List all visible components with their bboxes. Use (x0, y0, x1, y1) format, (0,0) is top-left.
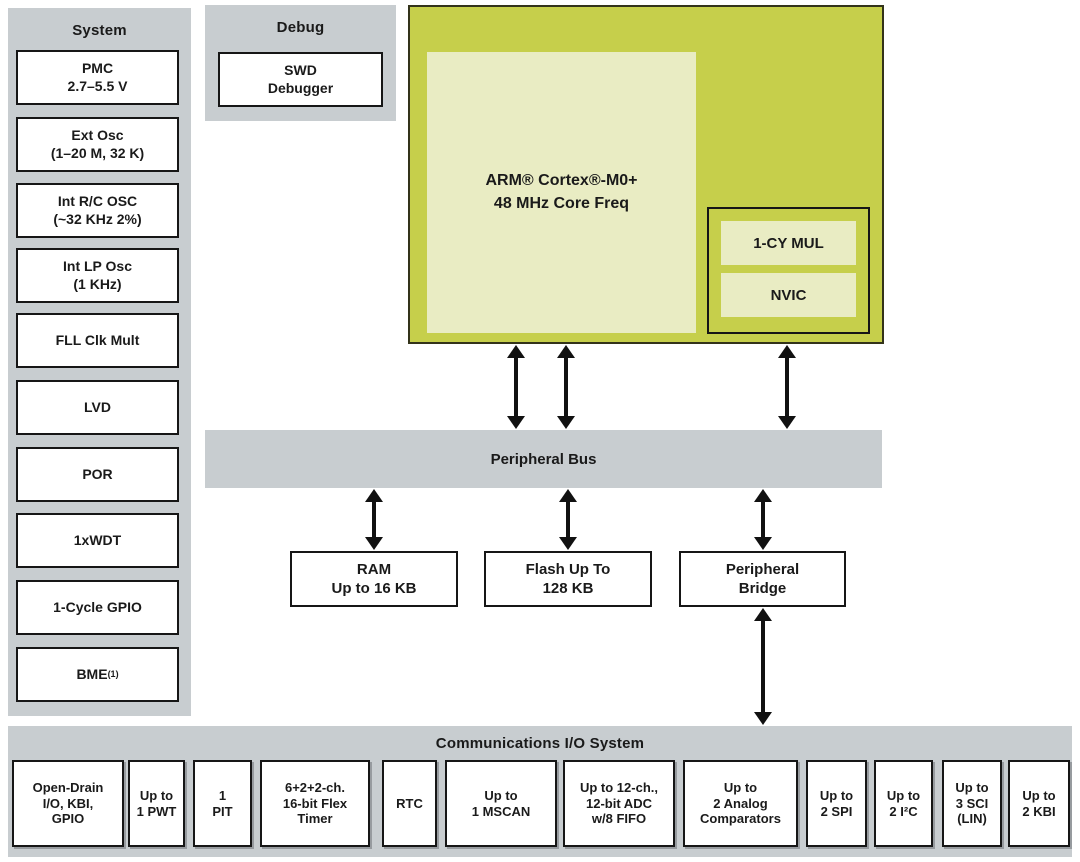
arrowhead-down (778, 416, 796, 429)
arrowhead-down (365, 537, 383, 550)
block-1cycle-gpio: 1-Cycle GPIO (16, 580, 179, 635)
block-int-lp-osc: Int LP Osc (1 KHz) (16, 248, 179, 303)
arrowhead-up (778, 345, 796, 358)
arrowhead-down (754, 537, 772, 550)
cpu-subpanel: 1-CY MUL NVIC (707, 207, 870, 334)
block-flash: Flash Up To 128 KB (484, 551, 652, 607)
block-open-drain-io: Open-Drain I/O, KBI, GPIO (12, 760, 124, 847)
block-pit: 1 PIT (193, 760, 252, 847)
cpu-core-label: ARM® Cortex®-M0+ 48 MHz Core Freq (427, 52, 696, 333)
block-bme-label: BME (76, 665, 108, 682)
block-swd-debugger: SWD Debugger (218, 52, 383, 107)
cpu-bus-arrow-1 (507, 345, 525, 429)
block-ram: RAM Up to 16 KB (290, 551, 458, 607)
block-i2c: Up to 2 I²C (874, 760, 933, 847)
arrowhead-up (507, 345, 525, 358)
bridge-comms-arrow (754, 608, 772, 725)
arrow-shaft (514, 358, 518, 416)
block-nvic: NVIC (721, 273, 856, 317)
arrow-shaft (564, 358, 568, 416)
debug-panel-title: Debug (276, 19, 325, 36)
block-peripheral-bridge: Peripheral Bridge (679, 551, 846, 607)
bus-flash-arrow (559, 489, 577, 550)
block-pmc: PMC 2.7–5.5 V (16, 50, 179, 105)
block-fll-clk-mult: FLL Clk Mult (16, 313, 179, 368)
cpu-block: ARM® Cortex®-M0+ 48 MHz Core Freq 1-CY M… (408, 5, 884, 344)
block-int-rc-osc: Int R/C OSC (~32 KHz 2%) (16, 183, 179, 238)
bus-ram-arrow (365, 489, 383, 550)
block-por: POR (16, 447, 179, 502)
arrowhead-up (754, 489, 772, 502)
debug-panel: Debug SWD Debugger (205, 5, 396, 121)
bus-bridge-arrow (754, 489, 772, 550)
block-rtc: RTC (382, 760, 437, 847)
block-pwt: Up to 1 PWT (128, 760, 185, 847)
block-spi: Up to 2 SPI (806, 760, 867, 847)
arrowhead-down (754, 712, 772, 725)
block-mscan: Up to 1 MSCAN (445, 760, 557, 847)
cpu-bus-arrow-3 (778, 345, 796, 429)
arrowhead-up (754, 608, 772, 621)
arrowhead-up (559, 489, 577, 502)
block-wdt: 1xWDT (16, 513, 179, 568)
comms-panel-title: Communications I/O System (435, 735, 645, 752)
arrowhead-down (559, 537, 577, 550)
arrowhead-down (557, 416, 575, 429)
block-flex-timer: 6+2+2-ch. 16-bit Flex Timer (260, 760, 370, 847)
arrow-shaft (566, 502, 570, 537)
system-panel-title: System (72, 22, 127, 39)
arrowhead-up (557, 345, 575, 358)
block-bme: BME(1) (16, 647, 179, 702)
system-panel: System PMC 2.7–5.5 V Ext Osc (1–20 M, 32… (8, 8, 191, 716)
arrow-shaft (761, 502, 765, 537)
arrow-shaft (785, 358, 789, 416)
block-sci: Up to 3 SCI (LIN) (942, 760, 1002, 847)
arrow-shaft (372, 502, 376, 537)
cpu-bus-arrow-2 (557, 345, 575, 429)
block-ext-osc: Ext Osc (1–20 M, 32 K) (16, 117, 179, 172)
block-adc: Up to 12-ch., 12-bit ADC w/8 FIFO (563, 760, 675, 847)
block-analog-comparators: Up to 2 Analog Comparators (683, 760, 798, 847)
arrow-shaft (761, 621, 765, 712)
block-bme-footnote: (1) (107, 668, 119, 679)
block-1cy-mul: 1-CY MUL (721, 221, 856, 265)
block-kbi: Up to 2 KBI (1008, 760, 1070, 847)
comms-panel: Communications I/O System Open-Drain I/O… (8, 726, 1072, 857)
arrowhead-up (365, 489, 383, 502)
peripheral-bus: Peripheral Bus (205, 430, 882, 488)
block-lvd: LVD (16, 380, 179, 435)
arrowhead-down (507, 416, 525, 429)
